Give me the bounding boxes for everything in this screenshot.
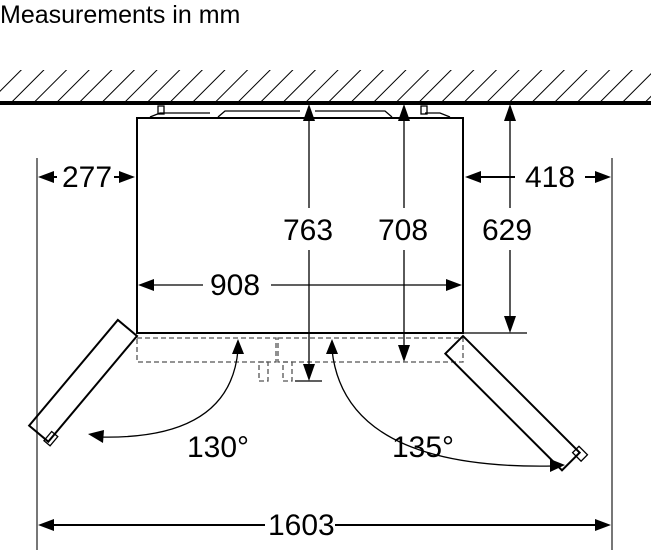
arrowhead (398, 345, 410, 362)
arrowhead (446, 279, 462, 291)
arrowhead (465, 171, 481, 183)
fridge-body (136, 105, 527, 334)
total-width-label: 1603 (268, 509, 335, 542)
depth-body-label: 708 (378, 214, 428, 247)
left-door-open (27, 318, 139, 447)
arrowhead (119, 171, 135, 183)
right-door-open (443, 334, 589, 472)
diagram-title: Measurements in mm (0, 1, 241, 29)
arrowhead (595, 171, 611, 183)
arrowhead (38, 519, 54, 531)
arrowhead (232, 339, 244, 354)
arrowhead (326, 339, 338, 354)
left-door-swing-arc (99, 349, 239, 438)
arrowhead (38, 171, 54, 183)
depth-with-handles-label: 763 (283, 214, 333, 247)
width-label: 908 (210, 269, 260, 302)
arrowhead (88, 430, 104, 443)
right-clearance-label: 418 (525, 161, 575, 194)
arrowhead (138, 279, 154, 291)
door-outline-dashed (136, 337, 464, 382)
wall-hatching (0, 70, 651, 105)
right-door-swing-arc (331, 349, 554, 467)
arrowhead (595, 519, 611, 531)
arrowhead (303, 104, 315, 121)
arrowhead (504, 316, 516, 333)
arrowhead (504, 104, 516, 121)
arrowhead (398, 104, 410, 121)
arrowhead (550, 459, 565, 472)
right-door-angle-label: 135° (392, 431, 454, 464)
arrowhead (303, 364, 315, 381)
depth-to-wall-label: 629 (482, 214, 532, 247)
left-clearance-label: 277 (62, 161, 112, 194)
left-door-angle-label: 130° (187, 431, 249, 464)
